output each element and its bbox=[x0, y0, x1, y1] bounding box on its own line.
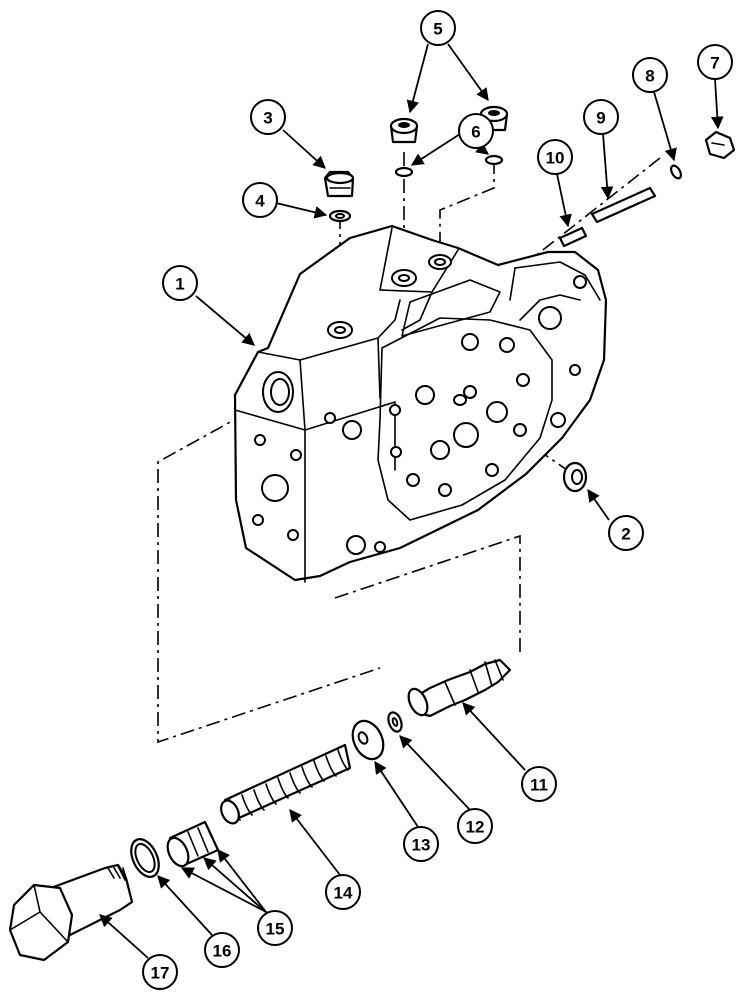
callout-6: 6 bbox=[458, 113, 494, 149]
svg-text:17: 17 bbox=[151, 964, 170, 983]
svg-text:13: 13 bbox=[412, 836, 431, 855]
o-ring-4 bbox=[328, 209, 352, 223]
svg-text:8: 8 bbox=[645, 67, 654, 86]
callout-15: 15 bbox=[257, 910, 293, 946]
callout-9: 9 bbox=[583, 99, 619, 135]
callout-1: 1 bbox=[162, 265, 198, 301]
svg-text:12: 12 bbox=[466, 818, 485, 837]
o-ring-6-right bbox=[484, 154, 504, 166]
plug-3 bbox=[323, 170, 355, 198]
valve-body bbox=[233, 224, 608, 583]
svg-text:9: 9 bbox=[596, 109, 605, 128]
callout-2: 2 bbox=[608, 515, 644, 551]
svg-text:2: 2 bbox=[621, 525, 630, 544]
svg-text:11: 11 bbox=[530, 776, 548, 795]
callout-14: 14 bbox=[325, 874, 361, 910]
o-ring-6-left bbox=[394, 166, 414, 178]
callout-16: 16 bbox=[204, 932, 240, 968]
plug-7 bbox=[704, 130, 736, 160]
ring-16 bbox=[130, 838, 160, 878]
callout-3: 3 bbox=[250, 99, 286, 135]
svg-text:1: 1 bbox=[175, 275, 184, 294]
cap-17 bbox=[8, 863, 134, 962]
callout-17: 17 bbox=[142, 954, 178, 990]
svg-text:10: 10 bbox=[546, 149, 565, 168]
callout-13: 13 bbox=[403, 826, 439, 862]
callout-11: 11 bbox=[521, 766, 557, 802]
pin-9 bbox=[590, 186, 657, 224]
washer-13 bbox=[351, 719, 385, 761]
spring-14 bbox=[220, 743, 352, 825]
plug-5-left bbox=[389, 117, 419, 144]
callout-8: 8 bbox=[632, 57, 668, 93]
svg-text:16: 16 bbox=[213, 942, 232, 961]
callout-4: 4 bbox=[242, 182, 278, 218]
callout-7: 7 bbox=[697, 44, 733, 80]
svg-text:15: 15 bbox=[266, 920, 285, 939]
svg-text:4: 4 bbox=[255, 192, 265, 211]
svg-text:5: 5 bbox=[433, 20, 442, 39]
callout-10: 10 bbox=[537, 139, 573, 175]
leader-lines bbox=[99, 43, 724, 959]
callout-5: 5 bbox=[420, 10, 456, 46]
washer-8 bbox=[669, 164, 683, 180]
pin-10 bbox=[558, 226, 588, 248]
callout-12: 12 bbox=[457, 808, 493, 844]
svg-text:7: 7 bbox=[710, 54, 719, 73]
spool-11 bbox=[407, 658, 512, 718]
plug-2 bbox=[562, 461, 588, 493]
ring-12 bbox=[387, 711, 403, 733]
svg-text:3: 3 bbox=[263, 109, 272, 128]
svg-text:6: 6 bbox=[471, 123, 480, 142]
svg-text:14: 14 bbox=[334, 884, 353, 903]
